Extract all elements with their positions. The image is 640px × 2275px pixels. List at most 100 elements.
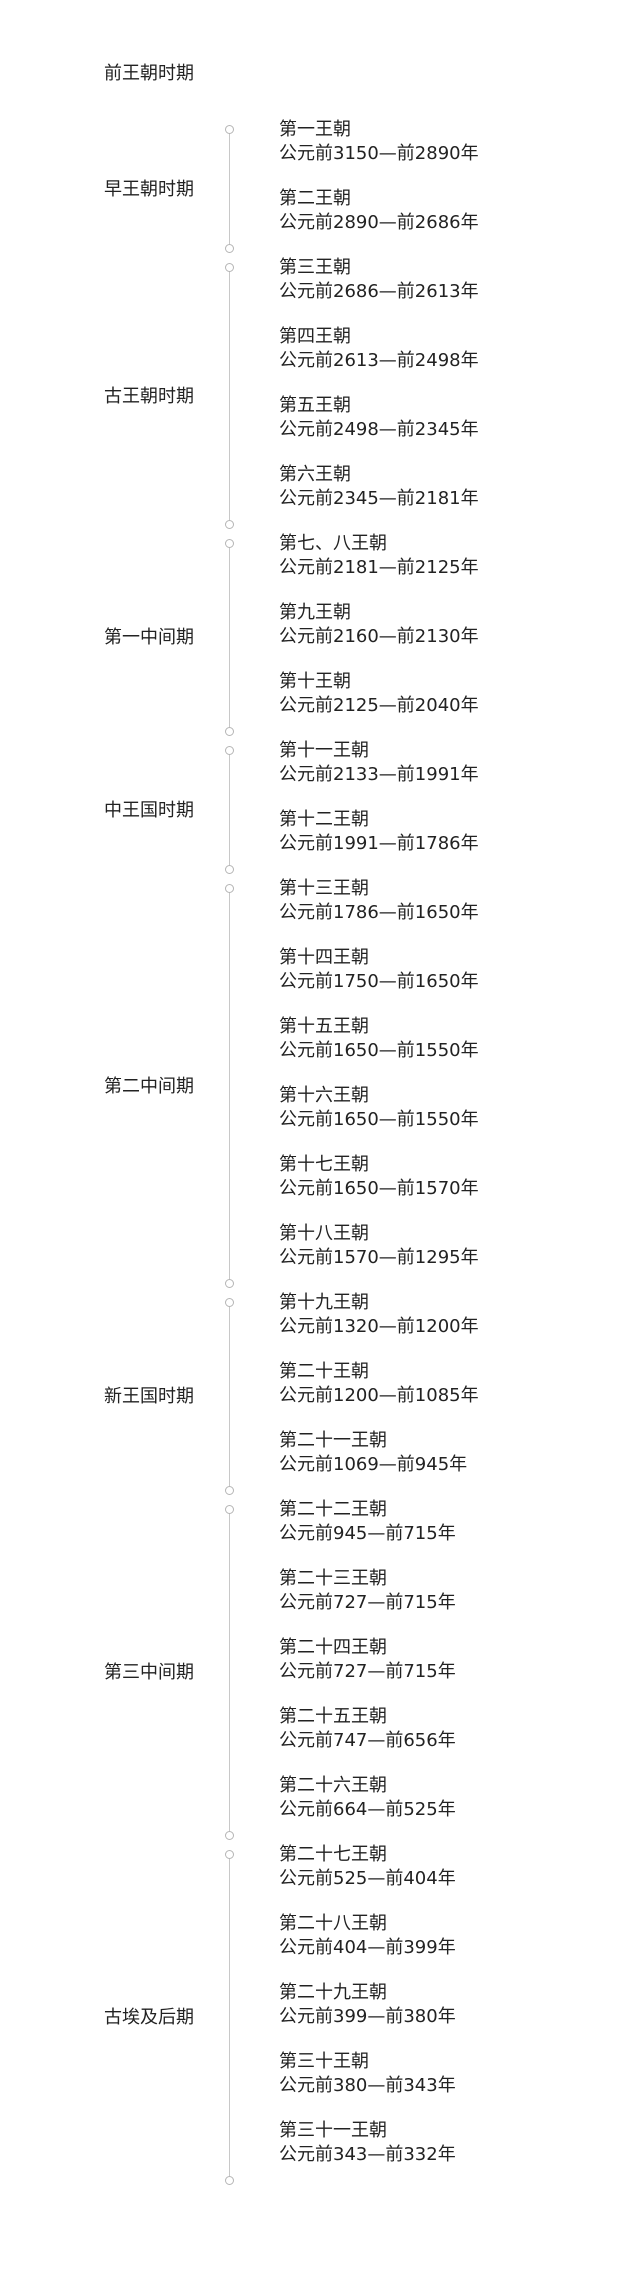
dynasty-dates: 公元前1069—前945年	[279, 1454, 468, 1475]
dynasty-entry: 第十四王朝公元前1750—前1650年	[279, 946, 479, 994]
dynasty-dates: 公元前727—前715年	[279, 1592, 456, 1613]
pre-dynastic-period-label: 前王朝时期	[104, 63, 194, 84]
dynasty-name: 第三王朝	[279, 257, 351, 278]
period-label: 中王国时期	[104, 800, 194, 821]
dynasty-entry: 第十王朝公元前2125—前2040年	[279, 670, 479, 718]
dynasty-entry: 第三十一王朝公元前343—前332年	[279, 2119, 456, 2167]
dynasty-dates: 公元前1750—前1650年	[279, 971, 479, 992]
group-connector-line	[229, 751, 230, 870]
dynasty-dates: 公元前2181—前2125年	[279, 557, 479, 578]
dynasty-entry: 第六王朝公元前2345—前2181年	[279, 463, 479, 511]
group-connector-line	[229, 268, 230, 525]
dynasty-dates: 公元前1991—前1786年	[279, 833, 479, 854]
group-start-dot	[225, 746, 234, 755]
dynasty-entry: 第二十二王朝公元前945—前715年	[279, 1498, 456, 1546]
dynasty-entry: 第五王朝公元前2498—前2345年	[279, 394, 479, 442]
dynasty-dates: 公元前1650—前1550年	[279, 1109, 479, 1130]
dynasty-name: 第四王朝	[279, 326, 351, 347]
dynasty-entry: 第十八王朝公元前1570—前1295年	[279, 1222, 479, 1270]
dynasty-entry: 第四王朝公元前2613—前2498年	[279, 325, 479, 373]
dynasty-name: 第二十九王朝	[279, 1982, 387, 2003]
dynasty-dates: 公元前404—前399年	[279, 1937, 456, 1958]
dynasty-name: 第十五王朝	[279, 1016, 369, 1037]
dynasty-name: 第二十七王朝	[279, 1844, 387, 1865]
dynasty-name: 第二王朝	[279, 188, 351, 209]
period-label: 早王朝时期	[104, 179, 194, 200]
dynasty-dates: 公元前2345—前2181年	[279, 488, 479, 509]
dynasty-entry: 第二十九王朝公元前399—前380年	[279, 1981, 456, 2029]
dynasty-entry: 第十九王朝公元前1320—前1200年	[279, 1291, 479, 1339]
dynasty-entry: 第九王朝公元前2160—前2130年	[279, 601, 479, 649]
dynasty-entry: 第十二王朝公元前1991—前1786年	[279, 808, 479, 856]
group-end-dot	[225, 1279, 234, 1288]
group-connector-line	[229, 130, 230, 249]
group-connector-line	[229, 1510, 230, 1836]
dynasty-entry: 第十三王朝公元前1786—前1650年	[279, 877, 479, 925]
dynasty-name: 第二十二王朝	[279, 1499, 387, 1520]
dynasty-dates: 公元前343—前332年	[279, 2144, 456, 2165]
dynasty-name: 第十二王朝	[279, 809, 369, 830]
dynasty-entry: 第二王朝公元前2890—前2686年	[279, 187, 479, 235]
dynasty-dates: 公元前945—前715年	[279, 1523, 456, 1544]
group-end-dot	[225, 727, 234, 736]
dynasty-dates: 公元前664—前525年	[279, 1799, 456, 1820]
dynasty-name: 第十四王朝	[279, 947, 369, 968]
dynasty-name: 第十六王朝	[279, 1085, 369, 1106]
dynasty-dates: 公元前1786—前1650年	[279, 902, 479, 923]
dynasty-dates: 公元前399—前380年	[279, 2006, 456, 2027]
dynasty-entry: 第十七王朝公元前1650—前1570年	[279, 1153, 479, 1201]
group-start-dot	[225, 125, 234, 134]
period-label: 古王朝时期	[104, 386, 194, 407]
dynasty-name: 第三十一王朝	[279, 2120, 387, 2141]
group-start-dot	[225, 539, 234, 548]
dynasty-dates: 公元前2890—前2686年	[279, 212, 479, 233]
group-connector-line	[229, 889, 230, 1284]
dynasty-name: 第二十八王朝	[279, 1913, 387, 1934]
dynasty-dates: 公元前1570—前1295年	[279, 1247, 479, 1268]
group-start-dot	[225, 1505, 234, 1514]
group-start-dot	[225, 884, 234, 893]
dynasty-entry: 第二十五王朝公元前747—前656年	[279, 1705, 456, 1753]
dynasty-name: 第十一王朝	[279, 740, 369, 761]
group-end-dot	[225, 1831, 234, 1840]
period-label: 新王国时期	[104, 1386, 194, 1407]
dynasty-dates: 公元前2160—前2130年	[279, 626, 479, 647]
group-end-dot	[225, 1486, 234, 1495]
dynasty-entry: 第七、八王朝公元前2181—前2125年	[279, 532, 479, 580]
dynasty-entry: 第二十三王朝公元前727—前715年	[279, 1567, 456, 1615]
period-label: 第三中间期	[104, 1662, 194, 1683]
dynasty-dates: 公元前747—前656年	[279, 1730, 456, 1751]
group-start-dot	[225, 263, 234, 272]
dynasty-entry: 第二十四王朝公元前727—前715年	[279, 1636, 456, 1684]
dynasty-name: 第二十六王朝	[279, 1775, 387, 1796]
dynasty-dates: 公元前2133—前1991年	[279, 764, 479, 785]
dynasty-entry: 第二十王朝公元前1200—前1085年	[279, 1360, 479, 1408]
dynasty-name: 第二十一王朝	[279, 1430, 387, 1451]
dynasty-entry: 第十五王朝公元前1650—前1550年	[279, 1015, 479, 1063]
dynasty-dates: 公元前1650—前1550年	[279, 1040, 479, 1061]
dynasty-name: 第三十王朝	[279, 2051, 369, 2072]
dynasty-name: 第十九王朝	[279, 1292, 369, 1313]
dynasty-name: 第五王朝	[279, 395, 351, 416]
dynasty-dates: 公元前2613—前2498年	[279, 350, 479, 371]
group-start-dot	[225, 1298, 234, 1307]
dynasty-name: 第九王朝	[279, 602, 351, 623]
dynasty-name: 第十八王朝	[279, 1223, 369, 1244]
dynasty-name: 第二十王朝	[279, 1361, 369, 1382]
dynasty-name: 第七、八王朝	[279, 533, 387, 554]
dynasty-entry: 第三王朝公元前2686—前2613年	[279, 256, 479, 304]
group-start-dot	[225, 1850, 234, 1859]
dynasty-name: 第一王朝	[279, 119, 351, 140]
dynasty-dates: 公元前525—前404年	[279, 1868, 456, 1889]
dynasty-name: 第二十四王朝	[279, 1637, 387, 1658]
dynasty-entry: 第十一王朝公元前2133—前1991年	[279, 739, 479, 787]
dynasty-dates: 公元前1200—前1085年	[279, 1385, 479, 1406]
dynasty-entry: 第二十七王朝公元前525—前404年	[279, 1843, 456, 1891]
group-connector-line	[229, 1303, 230, 1491]
dynasty-dates: 公元前2125—前2040年	[279, 695, 479, 716]
period-label: 古埃及后期	[104, 2007, 194, 2028]
dynasty-name: 第二十五王朝	[279, 1706, 387, 1727]
dynasty-dates: 公元前2686—前2613年	[279, 281, 479, 302]
dynasty-entry: 第十六王朝公元前1650—前1550年	[279, 1084, 479, 1132]
